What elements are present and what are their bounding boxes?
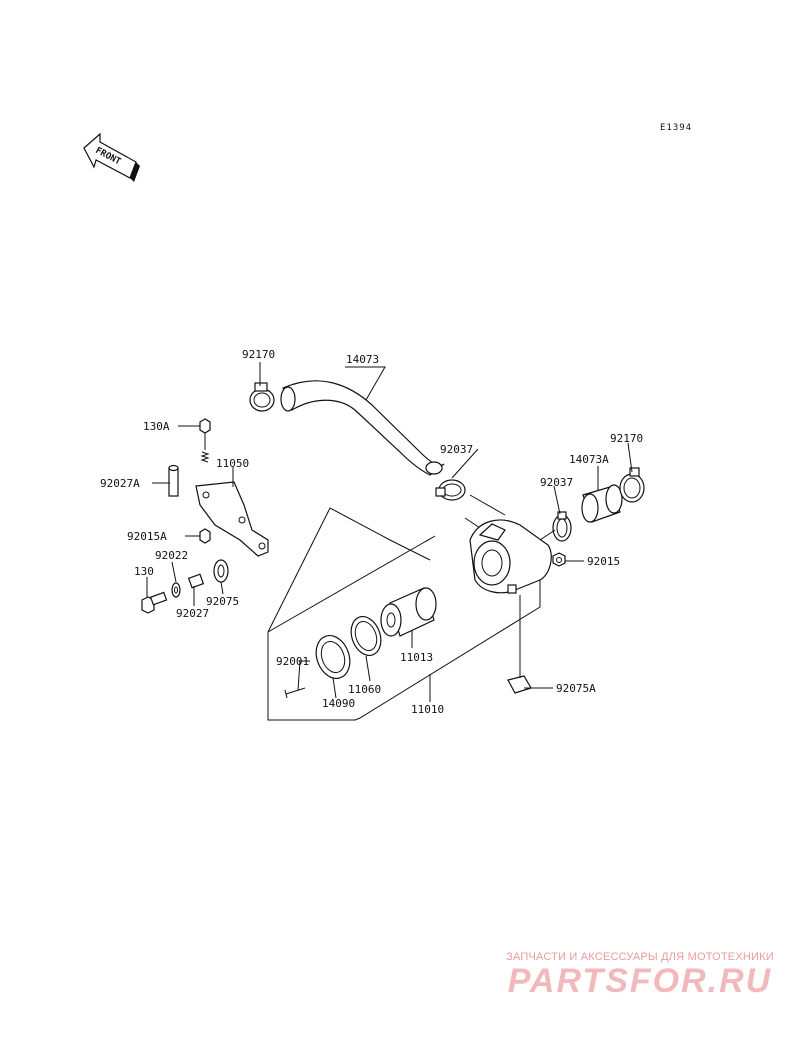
intake-hose: [280, 380, 445, 476]
label-14073A: 14073A: [569, 453, 609, 466]
label-11010: 11010: [411, 703, 444, 716]
watermark-tagline: ЗАПЧАСТИ И АКСЕССУАРЫ ДЛЯ МОТОТЕХНИКИ: [506, 951, 774, 963]
hose-clamp-lower: [552, 511, 572, 542]
part-labels: 92170 14073 130A 92037 92170 14073A 1105…: [100, 348, 643, 716]
label-92170-left: 92170: [242, 348, 275, 361]
air-filter-element: [380, 587, 437, 637]
bolt-130A: [199, 418, 211, 463]
grommet-92075A: [507, 675, 532, 694]
hose-clamp-right: [619, 467, 645, 503]
label-130A: 130A: [143, 420, 170, 433]
duct-coupler: [581, 484, 623, 523]
mounting-bracket: [195, 481, 269, 557]
leader-lines: [146, 362, 633, 702]
watermark-brand: PARTSFOR.RU: [507, 962, 773, 1000]
label-11013: 11013: [400, 651, 433, 664]
hose-clamp-left: [249, 382, 275, 412]
label-92037-lower: 92037: [540, 476, 573, 489]
diagram-code: E1394: [660, 123, 692, 133]
nut-92015: [552, 552, 566, 567]
label-14073: 14073: [346, 353, 379, 366]
label-92027: 92027: [176, 607, 209, 620]
nut-92015A: [199, 528, 211, 544]
label-11060: 11060: [348, 683, 381, 696]
air-cleaner-housing: [469, 519, 552, 594]
screw-92001: [284, 687, 306, 699]
bolt-130: [141, 591, 168, 614]
label-92075A: 92075A: [556, 682, 596, 695]
label-92001: 92001: [276, 655, 309, 668]
label-92037-upper: 92037: [440, 443, 473, 456]
label-92170-right: 92170: [610, 432, 643, 445]
kit-outline: [267, 507, 541, 721]
label-92015: 92015: [587, 555, 620, 568]
hose-clamp-upper: [435, 479, 466, 501]
label-92022: 92022: [155, 549, 188, 562]
label-92075: 92075: [206, 595, 239, 608]
label-130: 130: [134, 565, 154, 578]
collar-92027: [187, 573, 205, 589]
label-11050: 11050: [216, 457, 249, 470]
label-92015A: 92015A: [127, 530, 167, 543]
label-14090: 14090: [322, 697, 355, 710]
grommet-92075: [213, 559, 229, 583]
pin-92027A: [168, 464, 179, 497]
cover-plate-14090: [315, 635, 351, 679]
label-92027A: 92027A: [100, 477, 140, 490]
seal-11060: [350, 616, 382, 656]
front-arrow-icon: FRONT: [83, 132, 140, 182]
washer-92022: [171, 582, 181, 598]
